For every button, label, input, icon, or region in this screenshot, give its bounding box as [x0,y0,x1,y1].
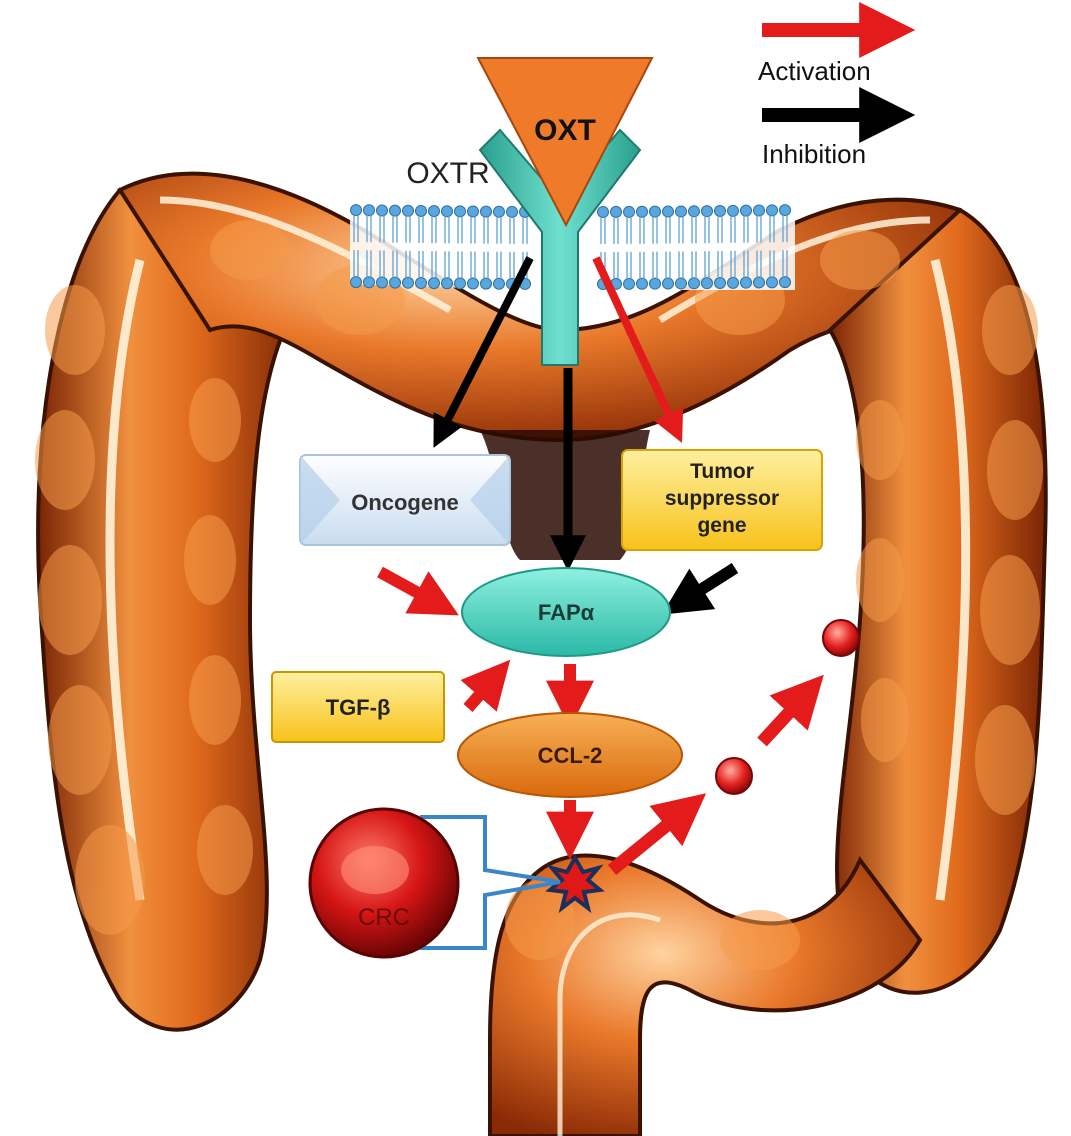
lipid-head [727,276,739,289]
lipid-head [389,204,401,217]
lipid-head [363,204,375,217]
lipid-head [649,277,661,290]
tumor-suppressor-label-line1: Tumor [690,460,754,483]
oncogene-box [299,454,511,546]
lipid-head [714,205,726,218]
tgf-label: TGF-β [326,695,391,720]
lipid-head [610,205,622,218]
lipid-head [701,205,713,218]
arrow-oxtr-to-tumor-suppressor [592,256,684,444]
lipid-head [623,277,635,290]
lipid-head [480,205,492,218]
arrow-metastasis-2 [757,674,824,747]
lipid-head [428,277,440,290]
legend-activation-label: Activation [758,56,871,86]
legend-inhibition-label: Inhibition [762,139,866,169]
lipid-head [376,276,388,289]
membrane-inner-heads [350,250,791,290]
legend: Activation Inhibition [758,2,916,169]
lipid-head [389,276,401,289]
lipid-head [350,204,362,217]
fap-ellipse [461,567,671,657]
intestine-illustration [35,171,1048,1136]
lipid-head [402,204,414,217]
lipid-head [415,276,427,289]
lipid-head [675,205,687,218]
lipid-head [649,205,661,218]
lipid-head [779,204,791,217]
lipid-head [350,276,362,289]
pathway-arrows [377,256,824,876]
metastatic-cell-2 [822,619,860,657]
lipid-head [415,204,427,217]
tumor-suppressor-box [621,449,823,551]
lipid-head [636,205,648,218]
lipid-head [597,205,609,218]
lipid-head [454,277,466,290]
oxt-label: OXT [534,114,596,147]
lipid-head [363,276,375,289]
lipid-head [779,276,791,289]
lipid-head [480,277,492,290]
tumor-suppressor-label-line2: suppressor [665,487,779,510]
lipid-head [740,204,752,217]
lipid-head [766,204,778,217]
lipid-head [623,205,635,218]
ccl2-ellipse [457,712,683,798]
tgf-box [271,671,445,743]
oxtr-label: OXTR [406,157,489,190]
lipid-head [441,277,453,290]
lipid-head [701,277,713,290]
arrow-tumor-suppressor-to-fap [661,562,739,615]
membrane-outer-heads [350,204,791,244]
tumor-site-star-icon [545,853,605,914]
lipid-head [688,277,700,290]
metastatic-cell-1 [715,757,753,795]
lipid-head [636,277,648,290]
lipid-head [493,277,505,290]
fap-label: FAPα [538,600,595,625]
lipid-head [662,205,674,218]
lipid-head [766,276,778,289]
lipid-head [727,204,739,217]
oncogene-label: Oncogene [351,490,459,515]
lipid-head [376,204,388,217]
lipid-head [714,277,726,290]
tumor-suppressor-label-line3: gene [697,514,746,537]
lipid-head [428,205,440,218]
arrow-oxtr-to-oncogene [433,256,534,448]
lipid-head [493,205,505,218]
lipid-head [688,205,700,218]
arrow-oncogene-to-fap [377,566,459,616]
lipid-head [506,205,518,218]
lipid-head [675,277,687,290]
lipid-head [467,277,479,290]
lipid-head [662,277,674,290]
lipid-head [454,205,466,218]
lipid-head [740,276,752,289]
crc-label: CRC [358,904,410,931]
ccl2-label: CCL-2 [538,743,603,768]
lipid-head [753,276,765,289]
crc-callout-bracket [420,815,561,950]
lipid-head [441,205,453,218]
lipid-head [753,204,765,217]
lipid-head [402,276,414,289]
arrow-metastasis-1 [607,793,707,876]
arrow-tgf-to-fap [460,659,511,712]
oxt-ligand [476,57,654,228]
lipid-head [467,205,479,218]
